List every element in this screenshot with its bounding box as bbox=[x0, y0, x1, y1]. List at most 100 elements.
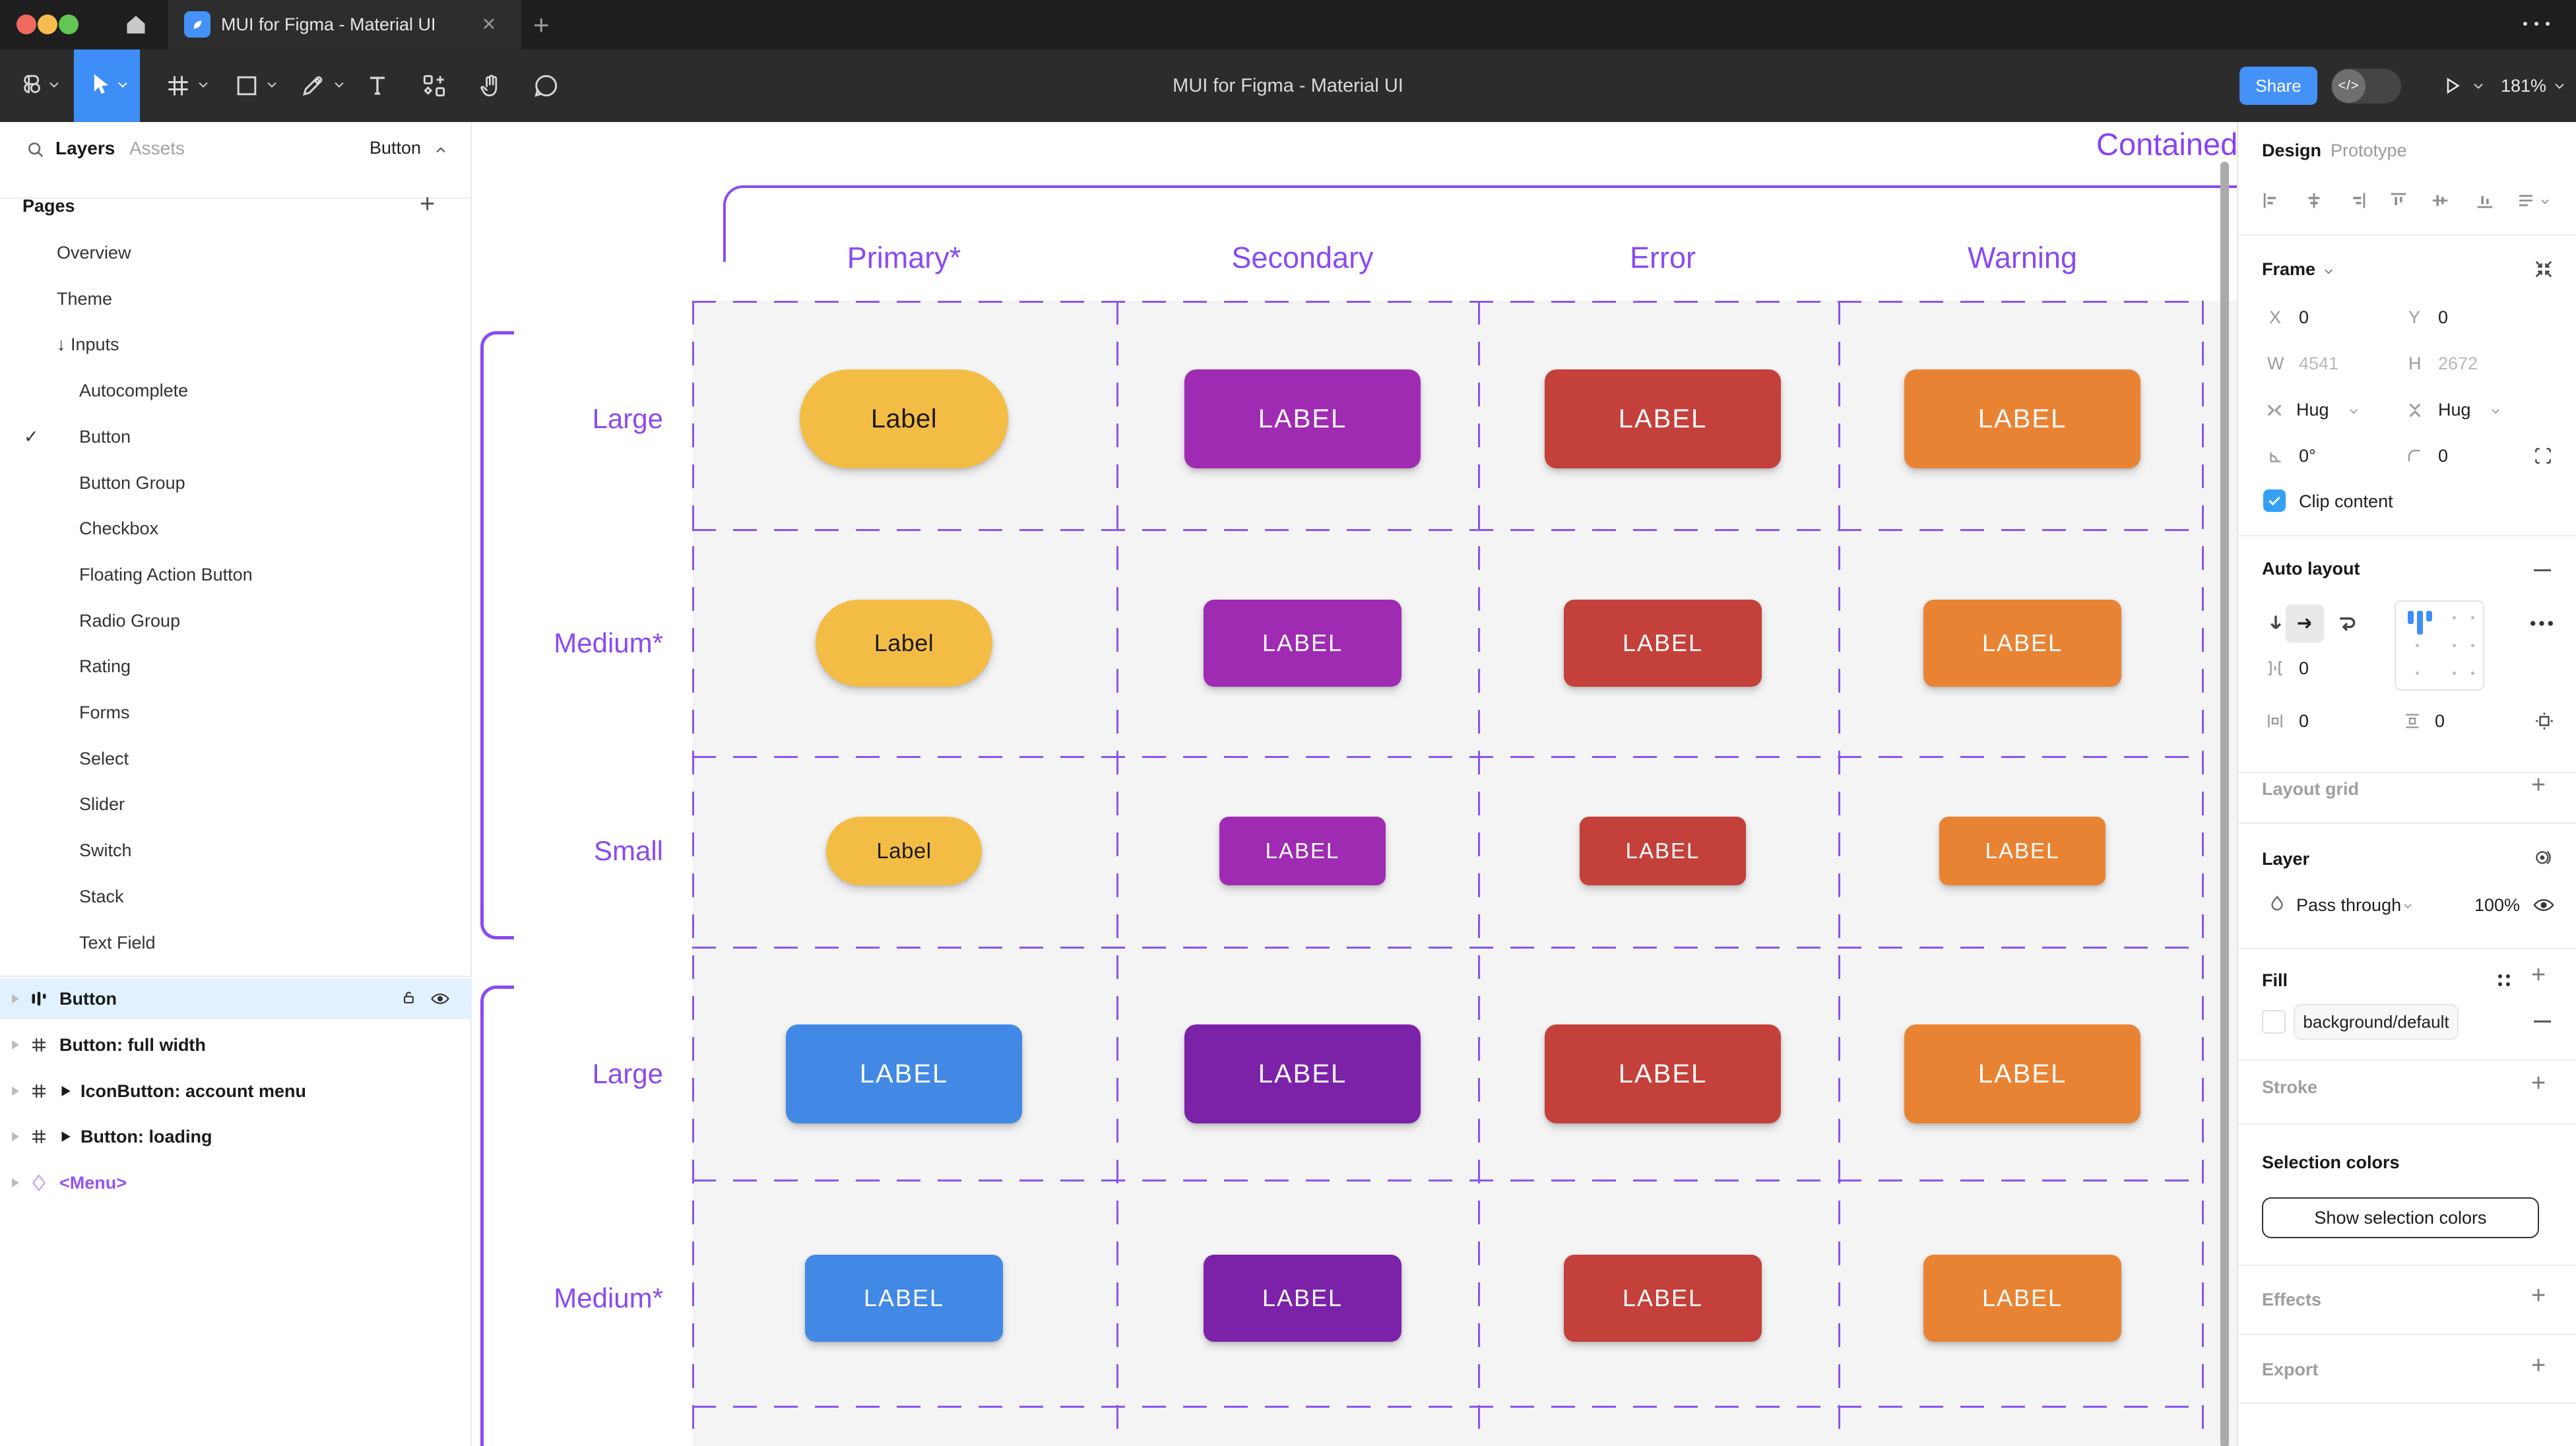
pen-tool[interactable] bbox=[298, 49, 327, 122]
pen-tool-chevron-icon[interactable] bbox=[334, 81, 344, 88]
canvas-button-error-medium-4[interactable]: LABEL bbox=[1564, 1255, 1762, 1342]
sidebar-page-theme[interactable]: Theme bbox=[0, 276, 472, 322]
add-export-button[interactable]: + bbox=[2531, 1352, 2546, 1379]
canvas-button-secondary-medium-4[interactable]: LABEL bbox=[1204, 1255, 1401, 1342]
align-right-icon[interactable] bbox=[2346, 189, 2369, 212]
shape-tool-chevron-icon[interactable] bbox=[267, 81, 277, 88]
new-tab-button[interactable]: + bbox=[533, 9, 550, 40]
corner-radius-value[interactable]: 0 bbox=[2438, 446, 2449, 466]
distribute-chevron-icon[interactable] bbox=[2540, 199, 2550, 204]
padding-horizontal-value[interactable]: 0 bbox=[2299, 711, 2309, 731]
h-value[interactable]: 2672 bbox=[2438, 354, 2478, 373]
canvas-button-primary-large-0[interactable]: Label bbox=[800, 369, 1008, 468]
sidebar-page-floating-action-button[interactable]: Floating Action Button bbox=[0, 551, 472, 598]
layer-row-button[interactable]: Button bbox=[0, 978, 472, 1019]
canvas-scrollbar[interactable] bbox=[2220, 162, 2229, 1446]
window-close-button[interactable] bbox=[16, 15, 36, 34]
remove-fill-icon[interactable] bbox=[2534, 1021, 2551, 1022]
canvas-button-error-medium-1[interactable]: LABEL bbox=[1564, 600, 1762, 687]
canvas-button-warning-large-3[interactable]: LABEL bbox=[1904, 1024, 2141, 1123]
main-menu-icon[interactable] bbox=[18, 49, 46, 122]
canvas-button-warning-small-2[interactable]: LABEL bbox=[1939, 817, 2106, 885]
show-selection-colors-button[interactable]: Show selection colors bbox=[2262, 1197, 2539, 1238]
canvas-button-secondary-small-2[interactable]: LABEL bbox=[1219, 817, 1386, 885]
layer-row-button-loading[interactable]: Button: loading bbox=[0, 1116, 472, 1157]
align-top-icon[interactable] bbox=[2387, 189, 2410, 212]
blend-mode-value[interactable]: Pass through bbox=[2296, 895, 2402, 915]
page-selector[interactable]: Button bbox=[370, 138, 446, 158]
present-chevron-icon[interactable] bbox=[2473, 82, 2484, 90]
canvas-button-secondary-large-0[interactable]: LABEL bbox=[1184, 369, 1421, 468]
resources-tool[interactable] bbox=[420, 49, 449, 122]
remove-auto-layout-icon[interactable] bbox=[2534, 569, 2551, 571]
sidebar-page-switch[interactable]: Switch bbox=[0, 827, 472, 873]
canvas-button-primary-medium-4[interactable]: LABEL bbox=[805, 1255, 1003, 1342]
align-horizontal-center-icon[interactable] bbox=[2303, 189, 2325, 212]
align-left-icon[interactable] bbox=[2260, 189, 2282, 212]
tab-prototype[interactable]: Prototype bbox=[2331, 141, 2407, 160]
shape-tool[interactable] bbox=[232, 49, 261, 122]
distribute-icon[interactable] bbox=[2515, 189, 2537, 212]
tab-layers[interactable]: Layers bbox=[55, 138, 115, 158]
auto-layout-alignment-widget[interactable] bbox=[2395, 600, 2484, 691]
canvas-button-error-large-3[interactable]: LABEL bbox=[1545, 1024, 1781, 1123]
sidebar-page-select[interactable]: Select bbox=[0, 736, 472, 782]
x-value[interactable]: 0 bbox=[2299, 307, 2309, 327]
opacity-value[interactable]: 100% bbox=[2474, 895, 2521, 915]
auto-layout-wrap-icon[interactable] bbox=[2336, 612, 2358, 634]
window-more-icon[interactable] bbox=[2523, 22, 2550, 26]
blend-mode-chevron-icon[interactable] bbox=[2403, 903, 2412, 909]
expand-play-icon[interactable] bbox=[58, 1084, 73, 1102]
layer-visibility-eye-icon[interactable] bbox=[2532, 894, 2555, 916]
independent-corners-icon[interactable] bbox=[2532, 445, 2554, 466]
tab-close-icon[interactable] bbox=[480, 15, 498, 36]
canvas-button-primary-large-3[interactable]: LABEL bbox=[786, 1024, 1022, 1123]
tab-design[interactable]: Design bbox=[2262, 141, 2322, 160]
canvas-button-secondary-medium-1[interactable]: LABEL bbox=[1204, 600, 1401, 687]
visibility-eye-icon[interactable] bbox=[430, 989, 450, 1012]
menu-chevron-icon[interactable] bbox=[49, 81, 59, 88]
sidebar-page-text-field[interactable]: Text Field bbox=[0, 920, 472, 966]
disclosure-triangle-icon[interactable] bbox=[12, 1040, 19, 1050]
text-tool[interactable] bbox=[363, 49, 392, 122]
move-tool[interactable] bbox=[74, 49, 140, 122]
align-bottom-icon[interactable] bbox=[2474, 189, 2496, 212]
sidebar-page-forms[interactable]: Forms bbox=[0, 689, 472, 736]
canvas-button-error-large-0[interactable]: LABEL bbox=[1545, 369, 1781, 468]
canvas-button-primary-medium-1[interactable]: Label bbox=[816, 600, 992, 687]
sidebar-page-stack[interactable]: Stack bbox=[0, 873, 472, 920]
y-value[interactable]: 0 bbox=[2438, 307, 2449, 327]
gap-value[interactable]: 0 bbox=[2299, 658, 2309, 678]
sidebar-page-slider[interactable]: Slider bbox=[0, 781, 472, 827]
hug-horizontal-chevron-icon[interactable] bbox=[2349, 408, 2358, 414]
layer-row-iconbutton-account-menu[interactable]: IconButton: account menu bbox=[0, 1071, 472, 1112]
add-stroke-button[interactable]: + bbox=[2531, 1069, 2546, 1097]
unlock-icon[interactable] bbox=[400, 989, 418, 1011]
w-value[interactable]: 4541 bbox=[2299, 354, 2339, 373]
fill-style-name[interactable]: background/default bbox=[2294, 1004, 2459, 1040]
disclosure-triangle-icon[interactable] bbox=[12, 1086, 19, 1096]
add-fill-button[interactable]: + bbox=[2531, 961, 2546, 989]
canvas-button-warning-large-0[interactable]: LABEL bbox=[1904, 369, 2141, 468]
collapse-icon[interactable] bbox=[2532, 258, 2555, 280]
hug-horizontal-value[interactable]: Hug bbox=[2296, 400, 2329, 420]
sidebar-page-button[interactable]: ✓Button bbox=[0, 414, 472, 460]
blend-mode-icon[interactable] bbox=[2532, 846, 2555, 869]
add-effect-button[interactable]: + bbox=[2531, 1282, 2546, 1309]
hand-tool[interactable] bbox=[476, 49, 505, 122]
share-button[interactable]: Share bbox=[2239, 67, 2317, 105]
zoom-menu[interactable]: 181% bbox=[2501, 49, 2565, 122]
canvas-button-warning-medium-1[interactable]: LABEL bbox=[1923, 600, 2121, 687]
sidebar-page-autocomplete[interactable]: Autocomplete bbox=[0, 367, 472, 414]
align-vertical-center-icon[interactable] bbox=[2429, 189, 2451, 212]
disclosure-triangle-icon[interactable] bbox=[12, 994, 19, 1003]
hug-vertical-value[interactable]: Hug bbox=[2438, 400, 2471, 420]
canvas-button-secondary-large-3[interactable]: LABEL bbox=[1184, 1024, 1421, 1123]
sidebar-page-radio-group[interactable]: Radio Group bbox=[0, 598, 472, 644]
auto-layout-more-icon[interactable] bbox=[2528, 615, 2555, 631]
hug-vertical-chevron-icon[interactable] bbox=[2491, 408, 2500, 414]
window-minimize-button[interactable] bbox=[38, 15, 57, 34]
styles-icon[interactable] bbox=[2494, 970, 2514, 990]
present-icon[interactable] bbox=[2441, 75, 2464, 97]
